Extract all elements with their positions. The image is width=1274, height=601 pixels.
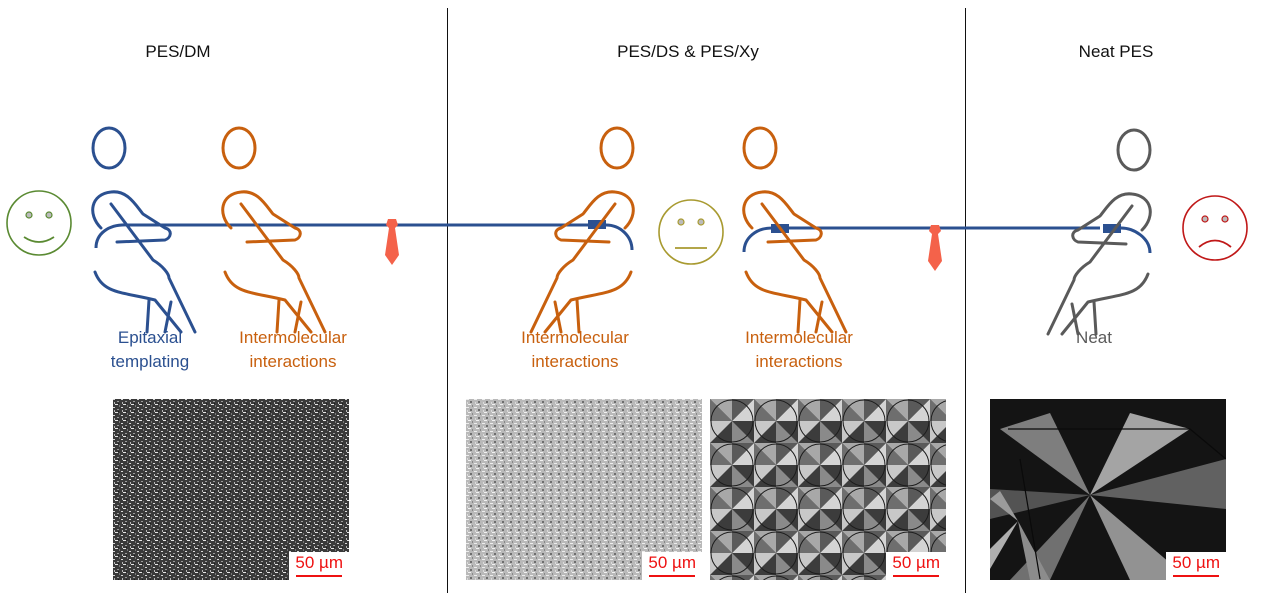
label-line: Intermolecular — [745, 328, 853, 347]
sad-face-icon — [1182, 195, 1248, 261]
label-line: interactions — [531, 352, 619, 371]
panel-divider — [447, 8, 448, 593]
label-intermolecular-interactions: Intermolecular interactions — [745, 326, 853, 374]
micrograph-pes-xy: 50 µm — [710, 399, 946, 580]
panel-title-pes-dm: PES/DM — [145, 42, 211, 61]
happy-face-icon — [6, 190, 72, 256]
label-line: Epitaxial — [117, 328, 183, 347]
scale-bar-label: 50 µm — [892, 553, 940, 572]
scale-bar: 50 µm — [642, 552, 702, 580]
label-line: interactions — [249, 352, 337, 371]
orange-figure-intermolecular-left — [529, 126, 635, 334]
neutral-face-icon — [658, 199, 724, 265]
panel-title-pes-ds-xy: PES/DS & PES/Xy — [617, 42, 759, 61]
scale-bar-label: 50 µm — [648, 553, 696, 572]
scale-bar: 50 µm — [289, 552, 349, 580]
panel-title-neat-pes: Neat PES — [1078, 42, 1154, 61]
label-neat: Neat — [1076, 326, 1112, 350]
scale-bar: 50 µm — [886, 552, 946, 580]
rope-marker-icon — [385, 219, 399, 265]
label-line: Intermolecular — [239, 328, 347, 347]
label-line: interactions — [755, 352, 843, 371]
orange-figure-intermolecular — [221, 126, 327, 334]
label-line: Intermolecular — [521, 328, 629, 347]
scale-bar: 50 µm — [1166, 552, 1226, 580]
label-intermolecular-interactions: Intermolecular interactions — [521, 326, 629, 374]
label-epitaxial-templating: Epitaxial templating — [111, 326, 189, 374]
label-line: Neat — [1076, 328, 1112, 347]
label-intermolecular-interactions: Intermolecular interactions — [239, 326, 347, 374]
scale-bar-line — [296, 575, 343, 577]
scale-bar-label: 50 µm — [1172, 553, 1220, 572]
scale-bar-line — [1173, 575, 1220, 577]
panel-divider — [965, 8, 966, 593]
scale-bar-line — [649, 575, 696, 577]
micrograph-neat-pes: 50 µm — [990, 399, 1226, 580]
scale-bar-label: 50 µm — [295, 553, 343, 572]
label-line: templating — [110, 352, 190, 371]
rope-marker-icon — [928, 225, 942, 271]
micrograph-pes-ds: 50 µm — [466, 399, 702, 580]
micrograph-pes-dm: 50 µm — [113, 399, 349, 580]
scale-bar-line — [893, 575, 940, 577]
